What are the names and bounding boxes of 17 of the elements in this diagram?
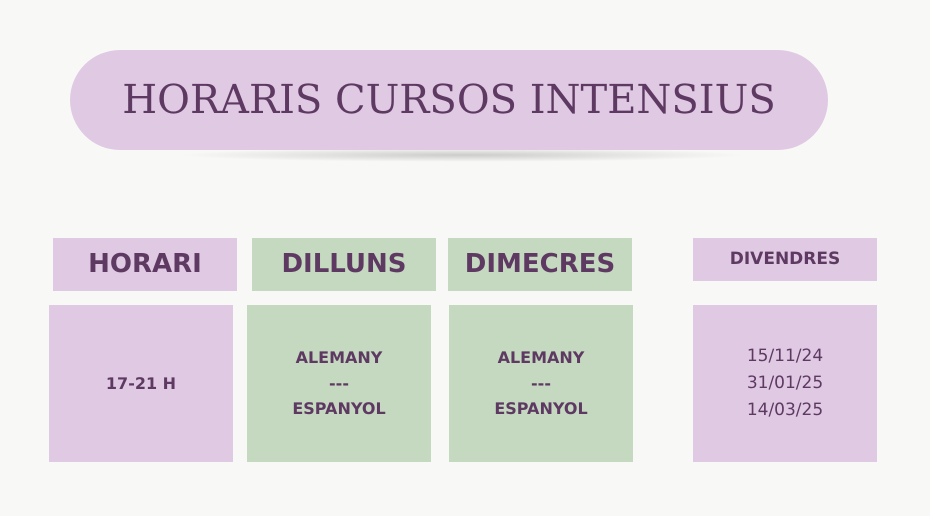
title: HORARIS CURSOS INTENSIUS xyxy=(122,77,776,123)
cell-text: DILLUNS xyxy=(281,248,407,281)
table-cell xyxy=(49,305,233,462)
header-cell xyxy=(53,238,237,291)
header-cell xyxy=(693,238,877,281)
cell-text: 17-21 H xyxy=(106,372,176,395)
table-cell xyxy=(449,305,633,462)
cell-text: 15/11/24 31/01/25 14/03/25 xyxy=(746,344,824,422)
cell-text: HORARI xyxy=(88,248,202,281)
cell-text: ALEMANY --- ESPANYOL xyxy=(493,347,589,420)
cell-text: DIMECRES xyxy=(464,248,616,281)
header-cell xyxy=(252,238,436,291)
table-cell xyxy=(693,305,877,462)
cell-text: ALEMANY --- ESPANYOL xyxy=(291,347,387,420)
header-cell xyxy=(448,238,632,291)
table-cell xyxy=(247,305,431,462)
cell-text: DIVENDRES xyxy=(730,248,840,271)
